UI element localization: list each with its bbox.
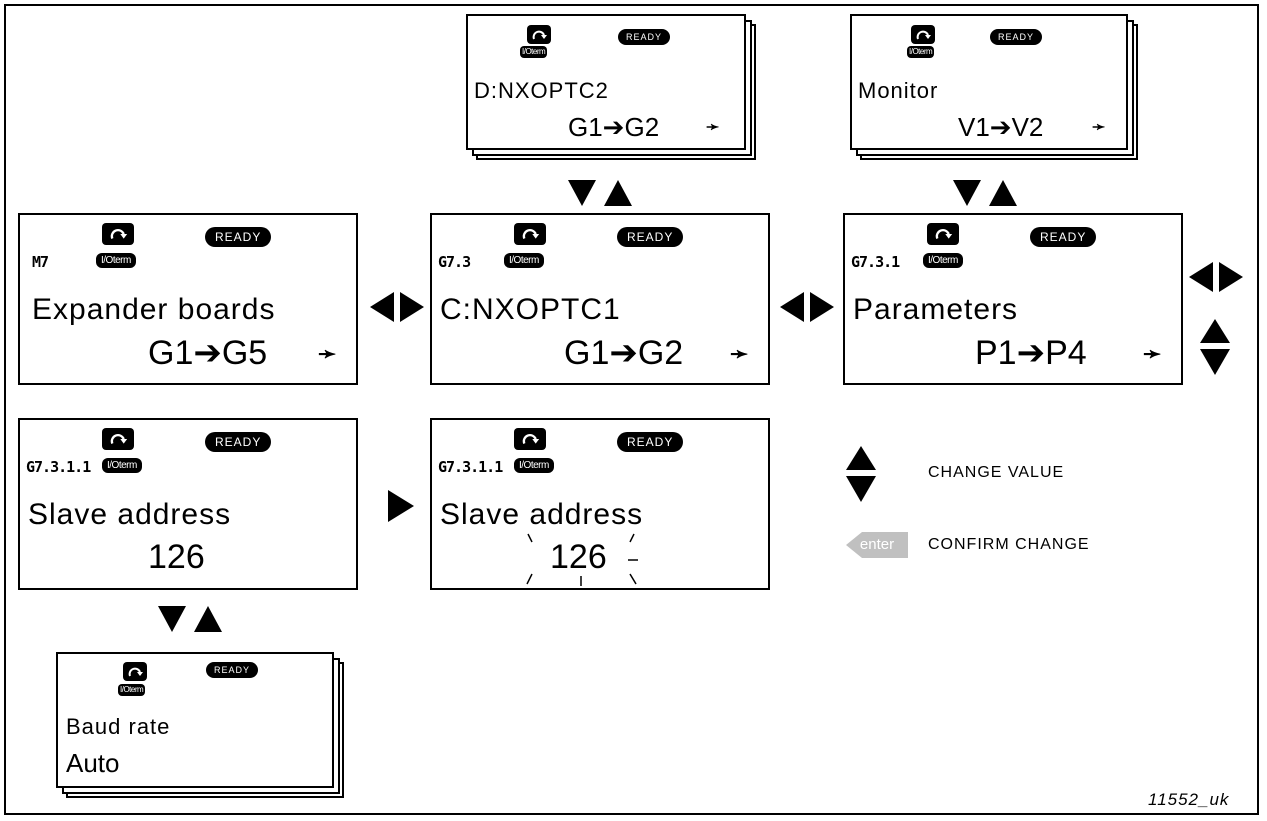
diagram-frame — [4, 4, 1259, 815]
rotation-icon — [514, 223, 546, 245]
menu-code: G7.3 — [438, 253, 471, 271]
down-up-arrows-icon — [953, 180, 1017, 206]
menu-value: P1➔P4 — [975, 334, 1087, 372]
menu-title: Expander boards — [32, 293, 276, 326]
slave-address-display: G7.3.1.1 I/Oterm READY Slave address 126 — [18, 418, 358, 590]
menu-code: G7.3.1.1 — [26, 458, 91, 476]
figure-id: 11552_uk — [1148, 790, 1230, 809]
pointer-icon: ➛ — [318, 341, 337, 366]
menu-title: Slave address — [28, 498, 232, 531]
io-term-badge: I/Oterm — [102, 458, 142, 473]
pointer-icon: ➛ — [1092, 119, 1106, 136]
io-term-badge: I/Oterm — [96, 253, 136, 268]
ready-badge: READY — [205, 227, 272, 247]
parameters-display: G7.3.1 I/Oterm READY Parameters P1➔P4 ➛ — [843, 213, 1183, 385]
down-up-arrows-icon — [158, 606, 222, 632]
menu-value: Auto — [66, 748, 120, 778]
io-term-badge: I/Oterm — [520, 46, 548, 58]
ready-badge: READY — [617, 432, 684, 452]
menu-code: M7 — [32, 253, 49, 271]
ready-badge: READY — [990, 29, 1043, 45]
menu-value: 126 — [550, 538, 607, 576]
ready-badge: READY — [617, 227, 684, 247]
rotation-icon — [514, 428, 546, 450]
menu-code: G7.3.1 — [851, 253, 900, 271]
io-term-badge: I/Oterm — [923, 253, 963, 268]
ready-badge: READY — [618, 29, 671, 45]
io-term-badge: I/Oterm — [504, 253, 544, 268]
menu-title: Parameters — [853, 293, 1019, 326]
menu-value: G1➔G2 — [568, 112, 660, 142]
rotation-icon — [911, 25, 935, 44]
ready-badge: READY — [1030, 227, 1097, 247]
left-right-arrows-icon — [780, 292, 834, 322]
io-term-badge: I/Oterm — [514, 458, 554, 473]
rotation-icon — [102, 223, 134, 245]
rotation-icon — [927, 223, 959, 245]
down-up-arrows-icon — [568, 180, 632, 206]
up-down-arrows-icon — [1200, 319, 1230, 375]
slave-address-edit-display: G7.3.1.1 I/Oterm READY Slave address 126 — [430, 418, 770, 590]
menu-title: Baud rate — [66, 714, 171, 739]
left-right-arrows-icon — [370, 292, 424, 322]
blink-rays-icon — [526, 533, 638, 586]
menu-title: C:NXOPTC1 — [440, 293, 621, 326]
pointer-icon: ➛ — [706, 119, 720, 136]
menu-value: G1➔G5 — [148, 334, 268, 372]
pointer-icon: ➛ — [730, 341, 749, 366]
menu-title: Slave address — [440, 498, 644, 531]
menu-code: G7.3.1.1 — [438, 458, 503, 476]
rotation-icon — [123, 662, 147, 681]
up-down-arrows-icon — [846, 446, 876, 502]
right-arrow-icon — [388, 490, 414, 522]
io-term-badge: I/Oterm — [907, 46, 935, 58]
left-right-arrows-icon — [1189, 262, 1243, 292]
menu-value: G1➔G2 — [564, 334, 684, 372]
menu-value: V1➔V2 — [958, 112, 1044, 142]
ready-badge: READY — [205, 432, 272, 452]
rotation-icon — [527, 25, 551, 44]
rotation-icon — [102, 428, 134, 450]
pointer-icon: ➛ — [1143, 341, 1162, 366]
change-value-label: CHANGE VALUE — [928, 464, 1065, 481]
menu-title: D:NXOPTC2 — [474, 78, 609, 103]
nxoptc1-display: G7.3 I/Oterm READY C:NXOPTC1 G1➔G2 ➛ — [430, 213, 770, 385]
menu-title: Monitor — [858, 78, 939, 103]
ready-badge: READY — [206, 662, 259, 678]
expander-boards-display: M7 I/Oterm READY Expander boards G1➔G5 ➛ — [18, 213, 358, 385]
io-term-badge: I/Oterm — [118, 684, 146, 696]
confirm-change-label: CONFIRM CHANGE — [928, 536, 1090, 553]
menu-value: 126 — [148, 538, 205, 576]
